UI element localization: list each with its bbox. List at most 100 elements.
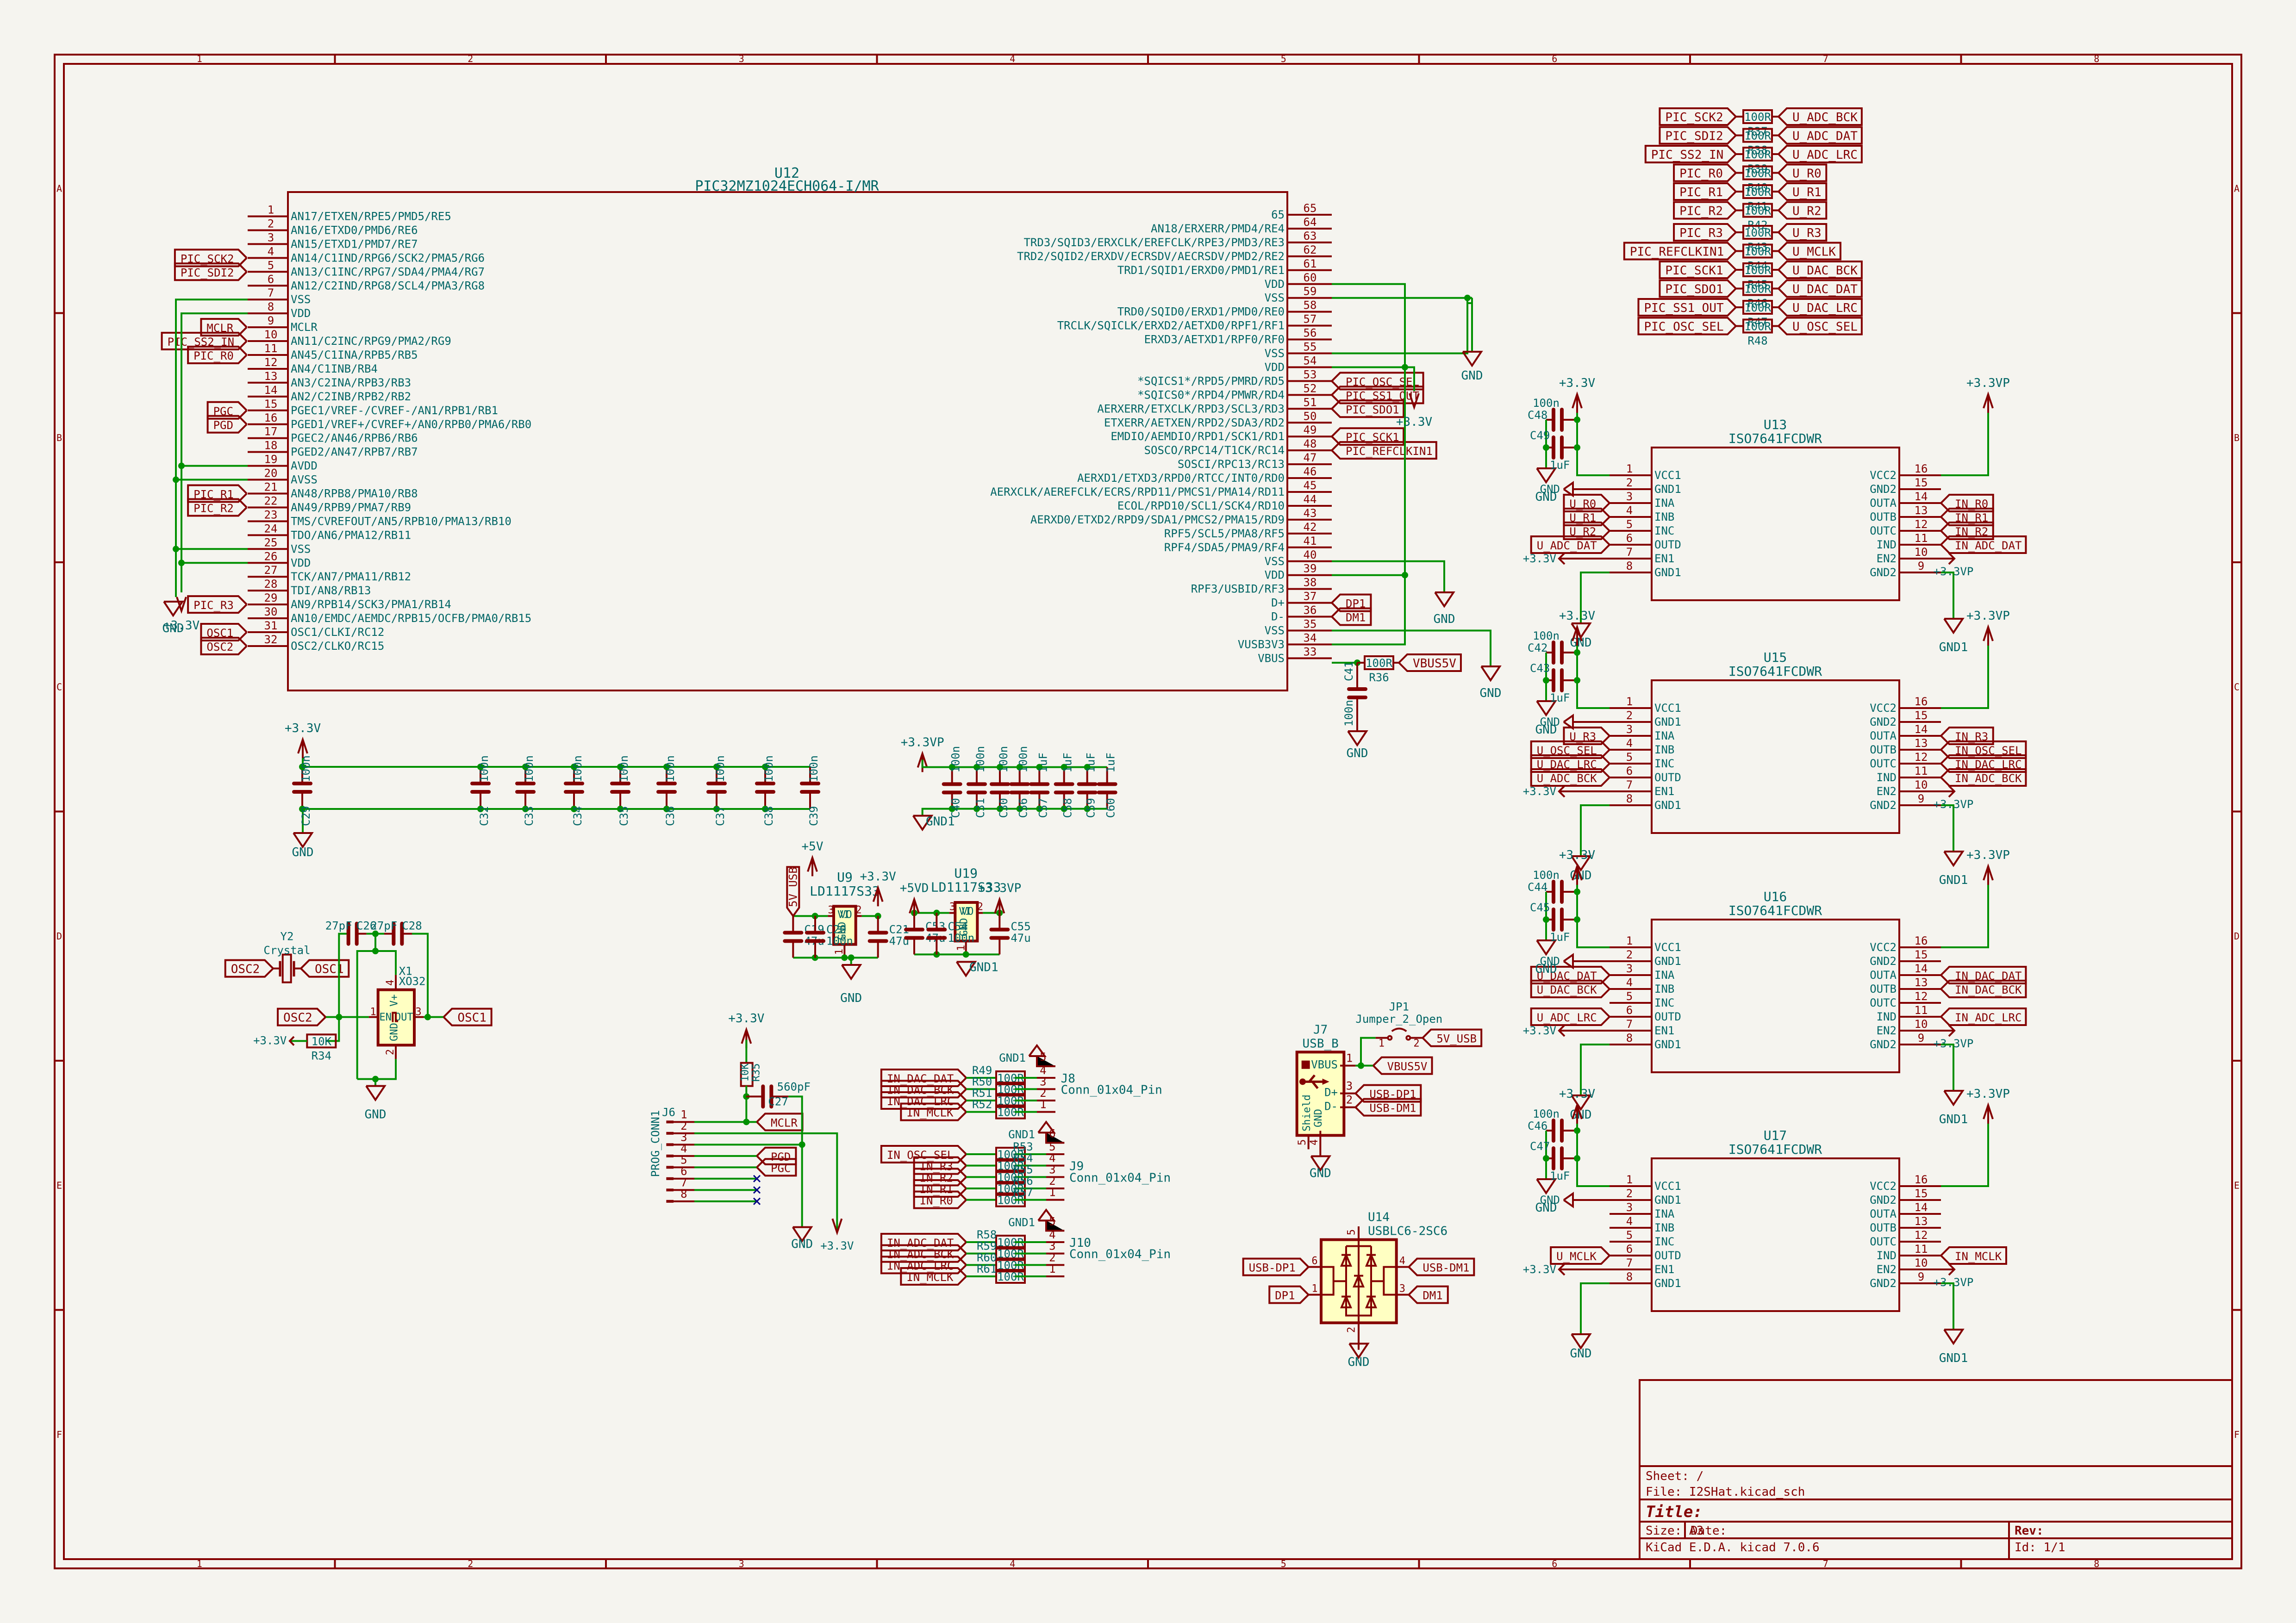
net-label[interactable]: U_R3 bbox=[1778, 223, 1828, 242]
net-label[interactable]: U_DAC_BCK bbox=[1778, 261, 1863, 279]
net-label[interactable]: 5V_USB bbox=[1422, 1028, 1483, 1047]
capacitor[interactable] bbox=[1546, 668, 1577, 692]
net-label[interactable]: PIC_SDI2 bbox=[1659, 126, 1737, 145]
net-label[interactable]: PIC_R3 bbox=[1673, 223, 1737, 242]
net-label[interactable]: IN_ADC_DAT bbox=[880, 1233, 967, 1251]
net-label[interactable]: U_MCLK bbox=[1550, 1246, 1610, 1265]
net-label[interactable]: IN_ADC_LRC bbox=[880, 1256, 967, 1275]
net-label[interactable]: PIC_R2 bbox=[187, 498, 248, 517]
net-label[interactable]: PIC_SCK1 bbox=[1659, 261, 1737, 279]
net-label[interactable]: USB-DM1 bbox=[1408, 1257, 1475, 1276]
prog-pin-3[interactable]: 3 bbox=[666, 1131, 694, 1146]
net-label[interactable]: PIC_R3 bbox=[187, 595, 248, 614]
net-label[interactable]: IN_DAC_BCK bbox=[1940, 980, 2027, 998]
capacitor[interactable] bbox=[926, 913, 947, 955]
capacitor[interactable] bbox=[800, 767, 820, 809]
net-label[interactable]: U_DAC_LRC bbox=[1778, 298, 1863, 317]
capacitor[interactable] bbox=[1546, 435, 1577, 460]
capacitor[interactable] bbox=[783, 916, 804, 958]
u12-pin-63[interactable]: 63TRD3/SQID3/ERXCLK/EREFCLK/RPE3/PMD3/RE… bbox=[1023, 230, 1332, 249]
prog-pin-6[interactable]: 6 bbox=[666, 1165, 694, 1180]
prog-pin-2[interactable]: 2 bbox=[666, 1119, 694, 1135]
net-label[interactable]: U_R1 bbox=[1778, 182, 1828, 201]
net-label[interactable]: IN_MCLK bbox=[1940, 1246, 2007, 1265]
capacitor[interactable] bbox=[904, 913, 924, 955]
net-label[interactable]: PIC_SS2_IN bbox=[1644, 145, 1737, 163]
net-label[interactable]: OSC2 bbox=[200, 636, 248, 655]
net-label[interactable]: IN_R3 bbox=[913, 1156, 967, 1175]
capacitor[interactable] bbox=[746, 1084, 789, 1109]
net-label[interactable]: OSC1 bbox=[443, 1007, 493, 1026]
prog-pin-5[interactable]: 5 bbox=[666, 1153, 694, 1169]
net-label[interactable]: PIC_SDO1 bbox=[1331, 399, 1405, 418]
net-label[interactable]: U_ADC_DAT bbox=[1530, 535, 1610, 554]
u12-pin-45[interactable]: 45AERXCLK/AEREFCLK/ECRS/RPD11/PMCS1/PMA1… bbox=[990, 479, 1332, 498]
capacitor[interactable] bbox=[805, 916, 825, 958]
prog-pin-7[interactable]: 7 bbox=[666, 1176, 694, 1192]
net-label[interactable]: MCLR bbox=[756, 1113, 804, 1132]
net-label[interactable]: PIC_SCK2 bbox=[1659, 107, 1737, 126]
capacitor[interactable] bbox=[1546, 408, 1577, 432]
regulator-u19[interactable]: U19LD1117S33VIVOGND321+5VD+3.3VPGND1C534… bbox=[900, 866, 1031, 977]
net-label[interactable]: IN_R0 bbox=[913, 1190, 967, 1209]
net-label[interactable]: U_ADC_LRC bbox=[1778, 145, 1863, 163]
esd-u14[interactable]: U14USBLC6-2SC6USB-DP1DP1USB-DM1DM1614352… bbox=[1242, 1210, 1475, 1369]
net-label[interactable]: PGD bbox=[206, 415, 248, 434]
u12-pin-62[interactable]: 62TRD2/SQID2/ERXDV/ECRSDV/AECRSDV/PMD2/R… bbox=[1017, 243, 1332, 263]
net-label[interactable]: IN_OSC_SEL bbox=[880, 1145, 967, 1163]
prog-pin-8[interactable]: 8 bbox=[666, 1188, 694, 1203]
net-label[interactable]: PGC bbox=[756, 1158, 797, 1177]
net-label[interactable]: OSC1 bbox=[300, 959, 350, 978]
net-label[interactable]: USB-DM1 bbox=[1354, 1098, 1422, 1117]
net-label[interactable]: U_MCLK bbox=[1778, 242, 1841, 261]
net-label[interactable]: IN_DAC_LRC bbox=[880, 1091, 967, 1110]
capacitor[interactable] bbox=[1546, 640, 1577, 665]
capacitor[interactable] bbox=[1097, 767, 1117, 809]
net-label[interactable]: PIC_REFCLKIN1 bbox=[1331, 441, 1437, 460]
net-label[interactable]: PIC_OSC_SEL bbox=[1637, 317, 1737, 336]
